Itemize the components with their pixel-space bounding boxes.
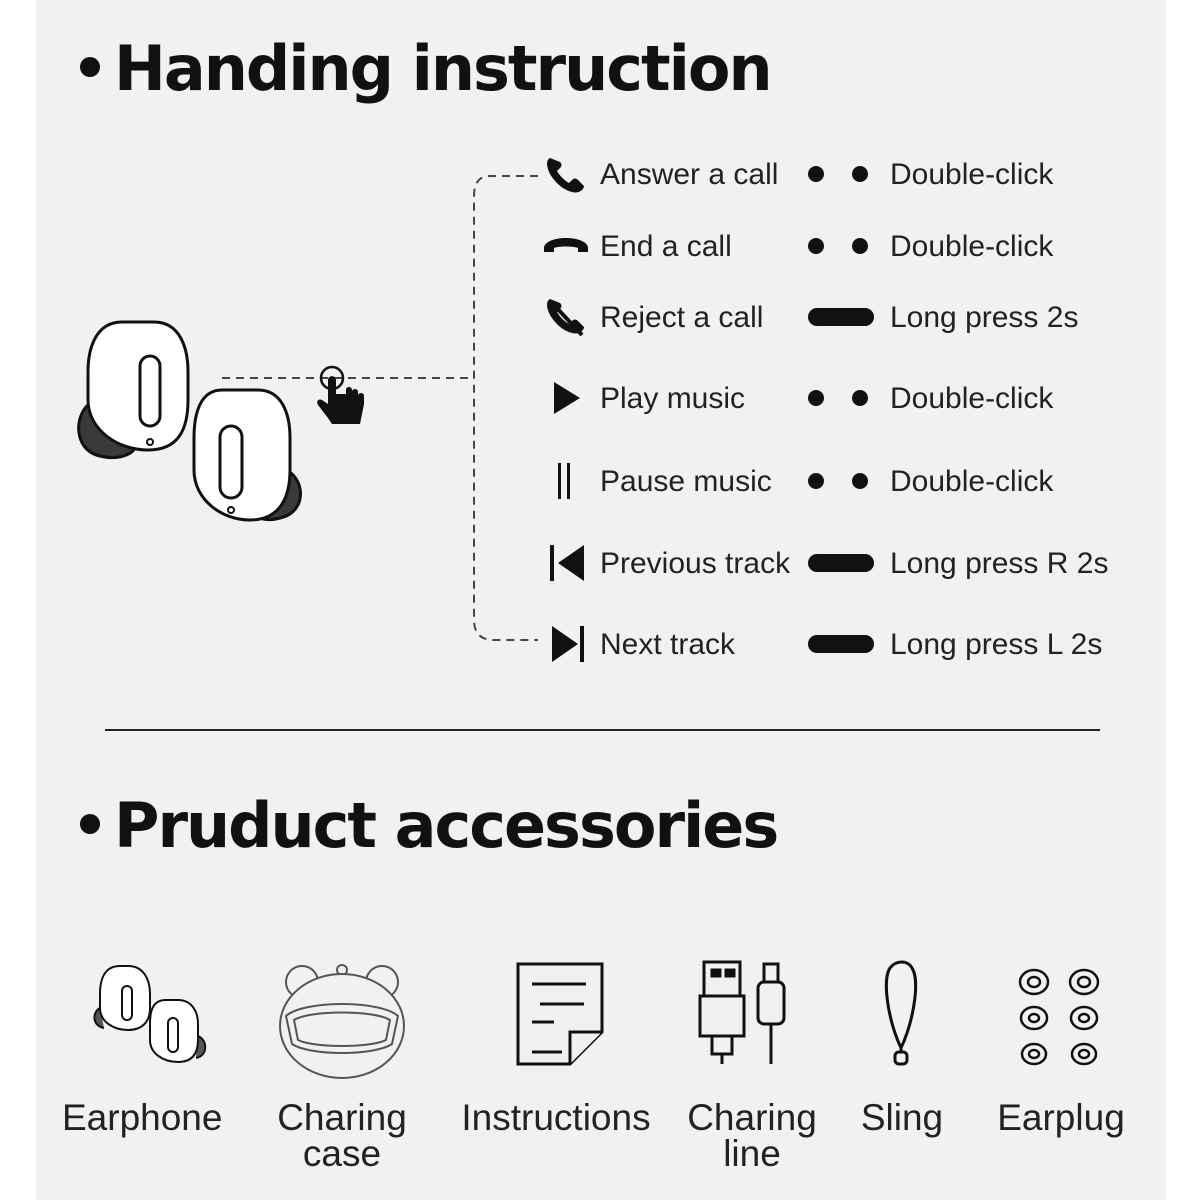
- control-label: Previous track: [600, 547, 791, 580]
- control-gesture: Double-click: [890, 382, 1054, 415]
- control-row-previous-track: Previous track Long press R 2s: [540, 541, 1140, 585]
- bullet-icon: [80, 56, 100, 77]
- control-gesture: Double-click: [890, 465, 1054, 498]
- phone-reject-icon: [547, 299, 584, 337]
- double-click-indicator: [806, 234, 876, 258]
- earplug-icon: [1018, 968, 1100, 1066]
- control-label: Reject a call: [600, 301, 764, 334]
- earphone-icon: [93, 965, 207, 1064]
- pause-icon: [558, 463, 570, 499]
- accessory-label-line: line: [723, 1133, 781, 1174]
- control-row-play-music: Play music Double-click: [540, 376, 1140, 420]
- control-row-end-call: End a call Double-click: [540, 224, 1140, 268]
- long-press-indicator: [806, 305, 876, 329]
- previous-track-icon: [550, 545, 584, 581]
- earbuds-illustration: [77, 175, 538, 641]
- accessory-label-instructions: Instructions: [456, 1097, 656, 1138]
- control-gesture: Long press 2s: [890, 301, 1079, 334]
- next-track-icon: [552, 626, 584, 662]
- instructions-icon: [516, 962, 604, 1066]
- section-title-handling: Handing instruction: [80, 38, 773, 100]
- accessory-label-line: Sling: [860, 1097, 944, 1138]
- phone-answer-icon: [547, 158, 584, 193]
- control-gesture: Long press L 2s: [890, 628, 1103, 661]
- accessory-label-earplug: Earplug: [986, 1097, 1136, 1138]
- section-title-text: Pruduct accessories: [114, 789, 779, 862]
- accessory-label-sling: Sling: [842, 1097, 962, 1138]
- control-row-next-track: Next track Long press L 2s: [540, 622, 1140, 666]
- control-row-reject-call: Reject a call Long press 2s: [540, 295, 1140, 339]
- accessory-label-earphone: Earphone: [62, 1097, 223, 1138]
- play-icon: [554, 382, 580, 414]
- phone-hangup-icon: [544, 238, 588, 252]
- double-click-indicator: [806, 162, 876, 186]
- charging-case-icon: [279, 964, 405, 1079]
- control-gesture: Double-click: [890, 158, 1054, 191]
- accessory-label-line: Charing: [277, 1097, 407, 1138]
- long-press-indicator: [806, 632, 876, 656]
- hand-tap-icon: [317, 365, 364, 424]
- long-press-indicator: [806, 551, 876, 575]
- control-label: Answer a call: [600, 158, 779, 191]
- section-divider: [105, 729, 1100, 731]
- sling-icon: [884, 960, 918, 1066]
- control-label: Pause music: [600, 465, 772, 498]
- control-label: End a call: [600, 230, 732, 263]
- accessory-label-line: Charing: [687, 1097, 817, 1138]
- charging-cable-icon: [698, 960, 786, 1064]
- double-click-indicator: [806, 386, 876, 410]
- double-click-indicator: [806, 469, 876, 493]
- section-title-accessories: Pruduct accessories: [80, 795, 779, 857]
- accessory-label-line: Earphone: [62, 1097, 223, 1138]
- control-gesture: Long press R 2s: [890, 547, 1109, 580]
- accessory-label-charging-line: Charing line: [672, 1097, 832, 1174]
- section-title-text: Handing instruction: [114, 32, 773, 105]
- control-gesture: Double-click: [890, 230, 1054, 263]
- accessory-label-line: case: [302, 1133, 382, 1174]
- accessory-label-charging-case: Charing case: [262, 1097, 422, 1174]
- control-row-pause-music: Pause music Double-click: [540, 459, 1140, 503]
- control-row-answer-call: Answer a call Double-click: [540, 152, 1140, 196]
- bullet-icon: [80, 813, 100, 834]
- accessory-label-line: Earplug: [997, 1097, 1125, 1138]
- control-label: Play music: [600, 382, 746, 415]
- accessory-label-line: Instructions: [461, 1097, 651, 1138]
- control-label: Next track: [600, 628, 736, 661]
